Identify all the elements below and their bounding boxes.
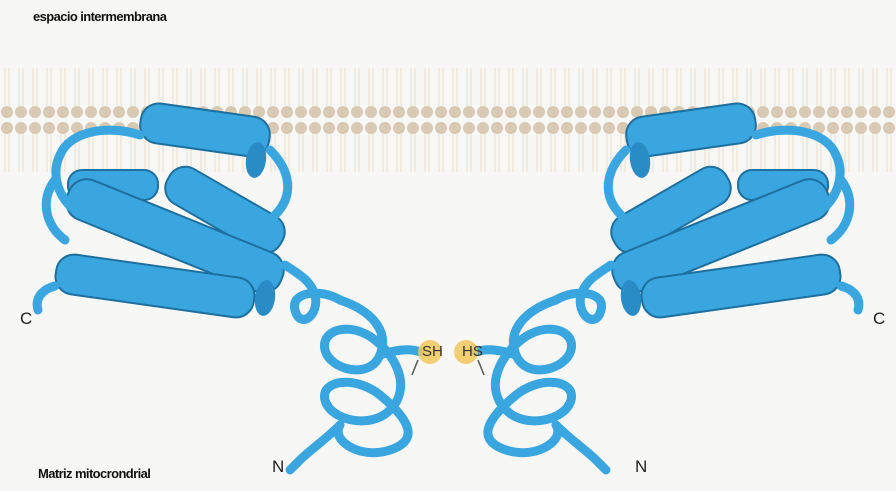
sulfhydryl-left-label: SH: [422, 343, 443, 360]
mitochondrial-matrix-label: Matriz mitocrondrial: [38, 466, 150, 481]
membrane-bilayer: [0, 60, 896, 180]
n-terminus-left-label: N: [272, 457, 284, 477]
n-terminus-right-label: N: [635, 457, 647, 477]
c-terminus-left-label: C: [20, 309, 32, 329]
intermembrane-space-label: espacio intermembrana: [33, 9, 166, 24]
c-terminus-right-label: C: [873, 309, 885, 329]
sulfhydryl-right-label: HS: [462, 343, 483, 360]
